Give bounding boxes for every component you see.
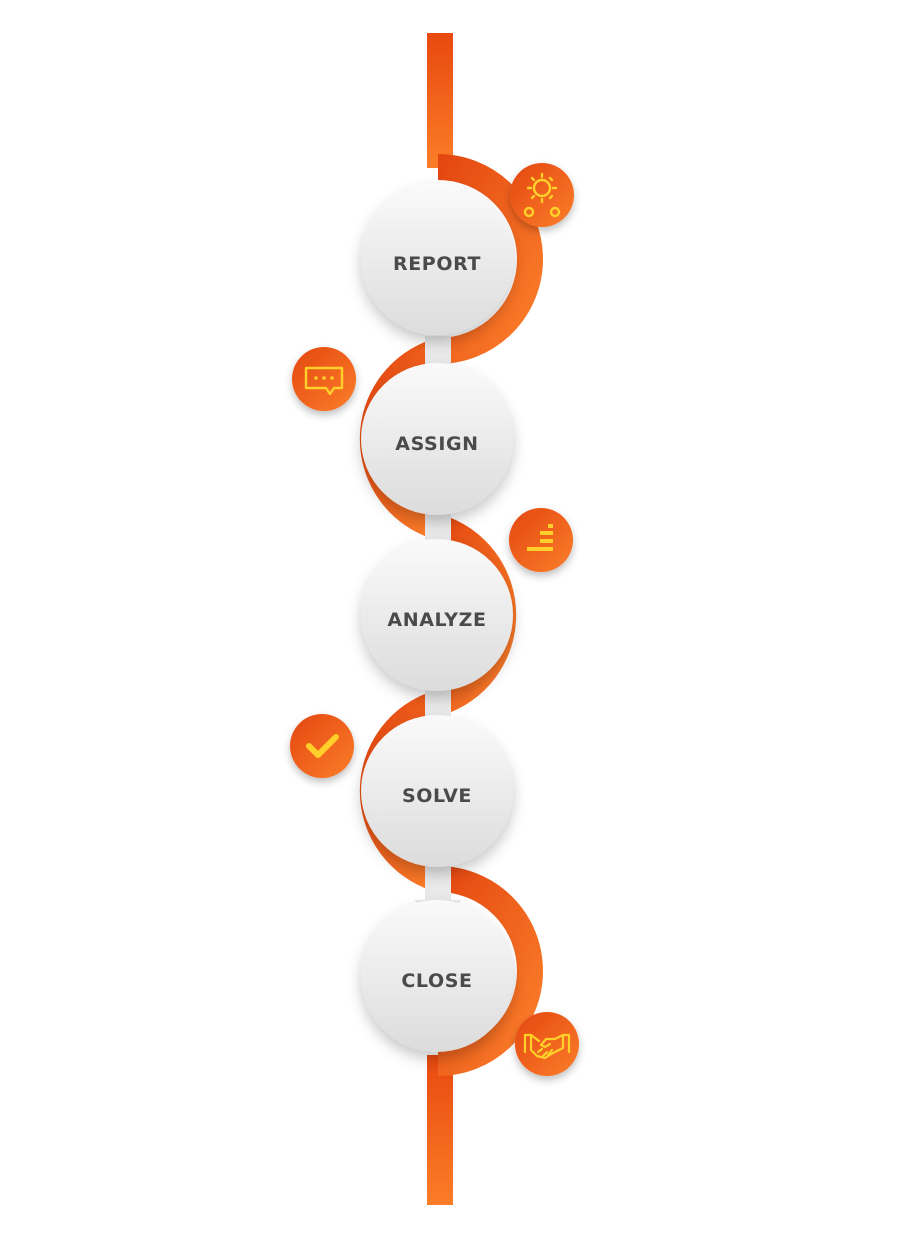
connector-ring-1 (437, 154, 543, 364)
bars-icon (527, 524, 553, 551)
step-analyze (361, 539, 513, 691)
gears-icon (523, 172, 561, 218)
checkmark-icon (306, 734, 339, 758)
handshake-icon (523, 1033, 571, 1060)
step-solve (361, 715, 513, 867)
step-report (361, 183, 513, 335)
step-label-analyze: ANALYZE (387, 609, 486, 631)
badge-close (515, 1012, 579, 1076)
badge-report (510, 163, 574, 227)
connector-ring-5 (437, 866, 543, 1076)
chat-bubble-icon (304, 366, 344, 396)
step-close (361, 900, 513, 1052)
step-label-solve: SOLVE (402, 785, 472, 807)
step-label-assign: ASSIGN (395, 433, 478, 455)
badge-analyze (509, 508, 573, 572)
top-rail (427, 33, 453, 168)
step-label-report: REPORT (393, 253, 481, 275)
step-assign (361, 363, 513, 515)
badge-solve (290, 714, 354, 778)
bottom-rail (427, 1055, 453, 1205)
badge-assign (292, 347, 356, 411)
step-label-close: CLOSE (401, 970, 472, 992)
